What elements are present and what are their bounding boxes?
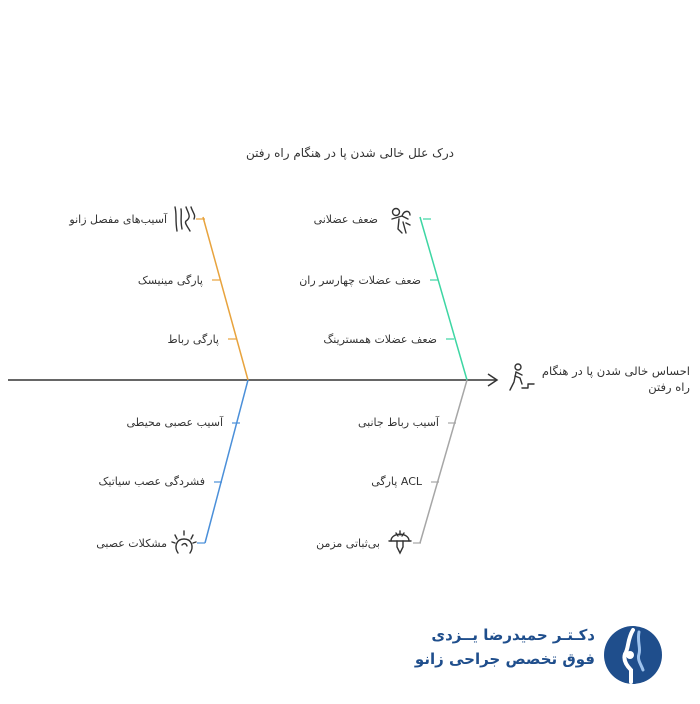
branch-line-top-right bbox=[419, 216, 468, 381]
branch-line-bottom-left bbox=[204, 379, 249, 544]
cause-label: ضعف عضلات چهارسر ران bbox=[299, 274, 421, 287]
cause-label: آسیب رباط جانبی bbox=[358, 416, 439, 429]
cause-label: ضعف عضلانی bbox=[313, 213, 378, 226]
diagram-title: درک علل خالی شدن پا در هنگام راه رفتن bbox=[245, 146, 454, 160]
nerve-head-icon bbox=[171, 530, 197, 554]
cause-label: پارگی رباط bbox=[167, 333, 219, 346]
clinic-logo: دکـتـر حمیدرضا یــزدی فوق تخصص جراحی زان… bbox=[415, 620, 665, 690]
cause-label: مشکلات عصبی bbox=[96, 537, 167, 550]
knee-emblem-icon bbox=[604, 626, 662, 684]
knee-joint-icon bbox=[174, 206, 196, 232]
cause-label: آسیب‌های مفصل زانو bbox=[69, 213, 167, 226]
unstable-knee-icon bbox=[388, 530, 412, 555]
weak-muscle-icon bbox=[391, 207, 411, 234]
logo-doctor-name: دکـتـر حمیدرضا یــزدی bbox=[431, 626, 595, 644]
logo-specialty: فوق تخصص جراحی زانو bbox=[414, 650, 595, 668]
walking-person-icon bbox=[509, 363, 535, 391]
effect-label: احساس خالی شدن پا در هنگام راه رفتن bbox=[541, 364, 690, 394]
cause-label: ACL پارگی bbox=[371, 475, 422, 488]
branch-line-top-left bbox=[202, 216, 249, 381]
cause-label: بی‌ثباتی مزمن bbox=[316, 537, 380, 550]
spine-arrowhead bbox=[487, 373, 499, 387]
cause-label: آسیب عصبی محیطی bbox=[126, 416, 223, 429]
cause-label: پارگی مینیسک bbox=[137, 274, 203, 287]
cause-label: فشردگی عصب سیاتیک bbox=[98, 475, 205, 488]
cause-label: ضعف عضلات همسترینگ bbox=[323, 333, 437, 346]
branch-line-bottom-right bbox=[419, 379, 468, 544]
